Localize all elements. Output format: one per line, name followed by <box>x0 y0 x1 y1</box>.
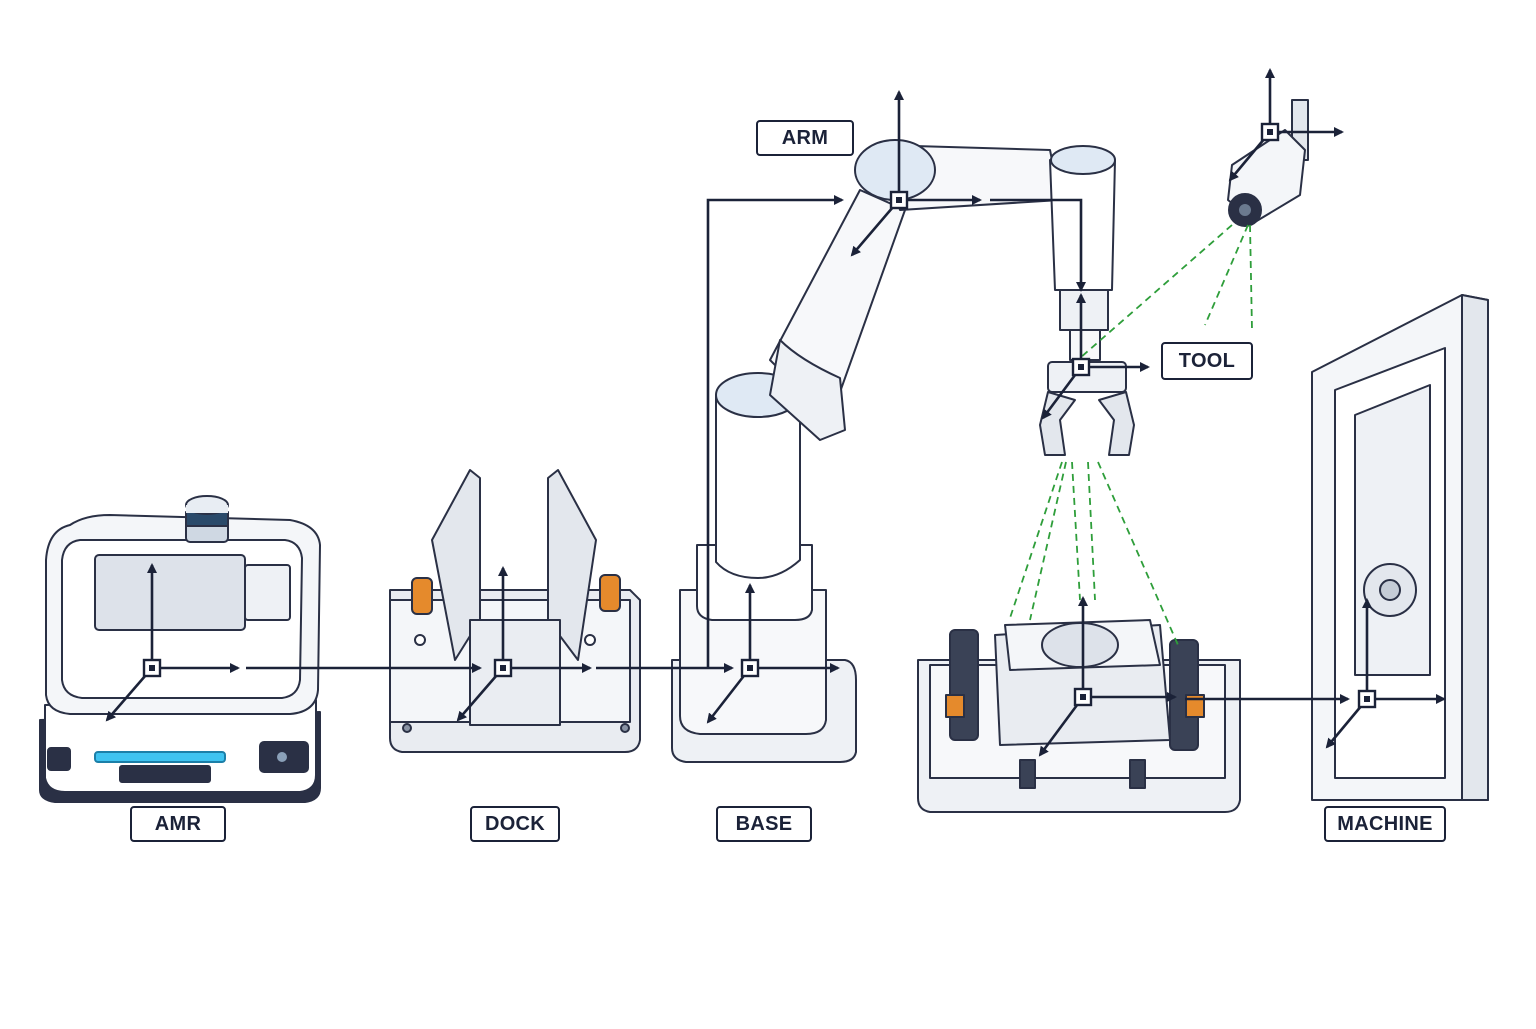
label-tool: TOOL <box>1161 342 1253 380</box>
camera-icon <box>1227 99 1309 227</box>
status-light <box>94 751 226 763</box>
dock-fixture <box>389 469 641 753</box>
coordinate-frame-icon <box>1073 687 1093 707</box>
label-dock: DOCK <box>470 806 560 842</box>
frame-origins <box>142 122 1377 709</box>
label-amr: AMR <box>130 806 226 842</box>
label-base: BASE <box>716 806 812 842</box>
robot-arm <box>715 139 1116 579</box>
workpiece-fixture <box>917 619 1241 813</box>
coordinate-frame-icon <box>1260 122 1280 142</box>
coordinate-frame-icon <box>142 658 162 678</box>
coordinate-frame-icon <box>1071 357 1091 377</box>
label-arm: ARM <box>756 120 854 156</box>
label-machine: MACHINE <box>1324 806 1446 842</box>
machine-door <box>1311 294 1489 801</box>
coordinate-frame-icon <box>740 658 760 678</box>
coordinate-frame-icon <box>493 658 513 678</box>
coordinate-frame-icon <box>1357 689 1377 709</box>
camera-rays <box>1009 224 1253 646</box>
gripper-icon <box>1039 361 1135 456</box>
coordinate-frame-icon <box>889 190 909 210</box>
amr-robot <box>39 495 321 803</box>
